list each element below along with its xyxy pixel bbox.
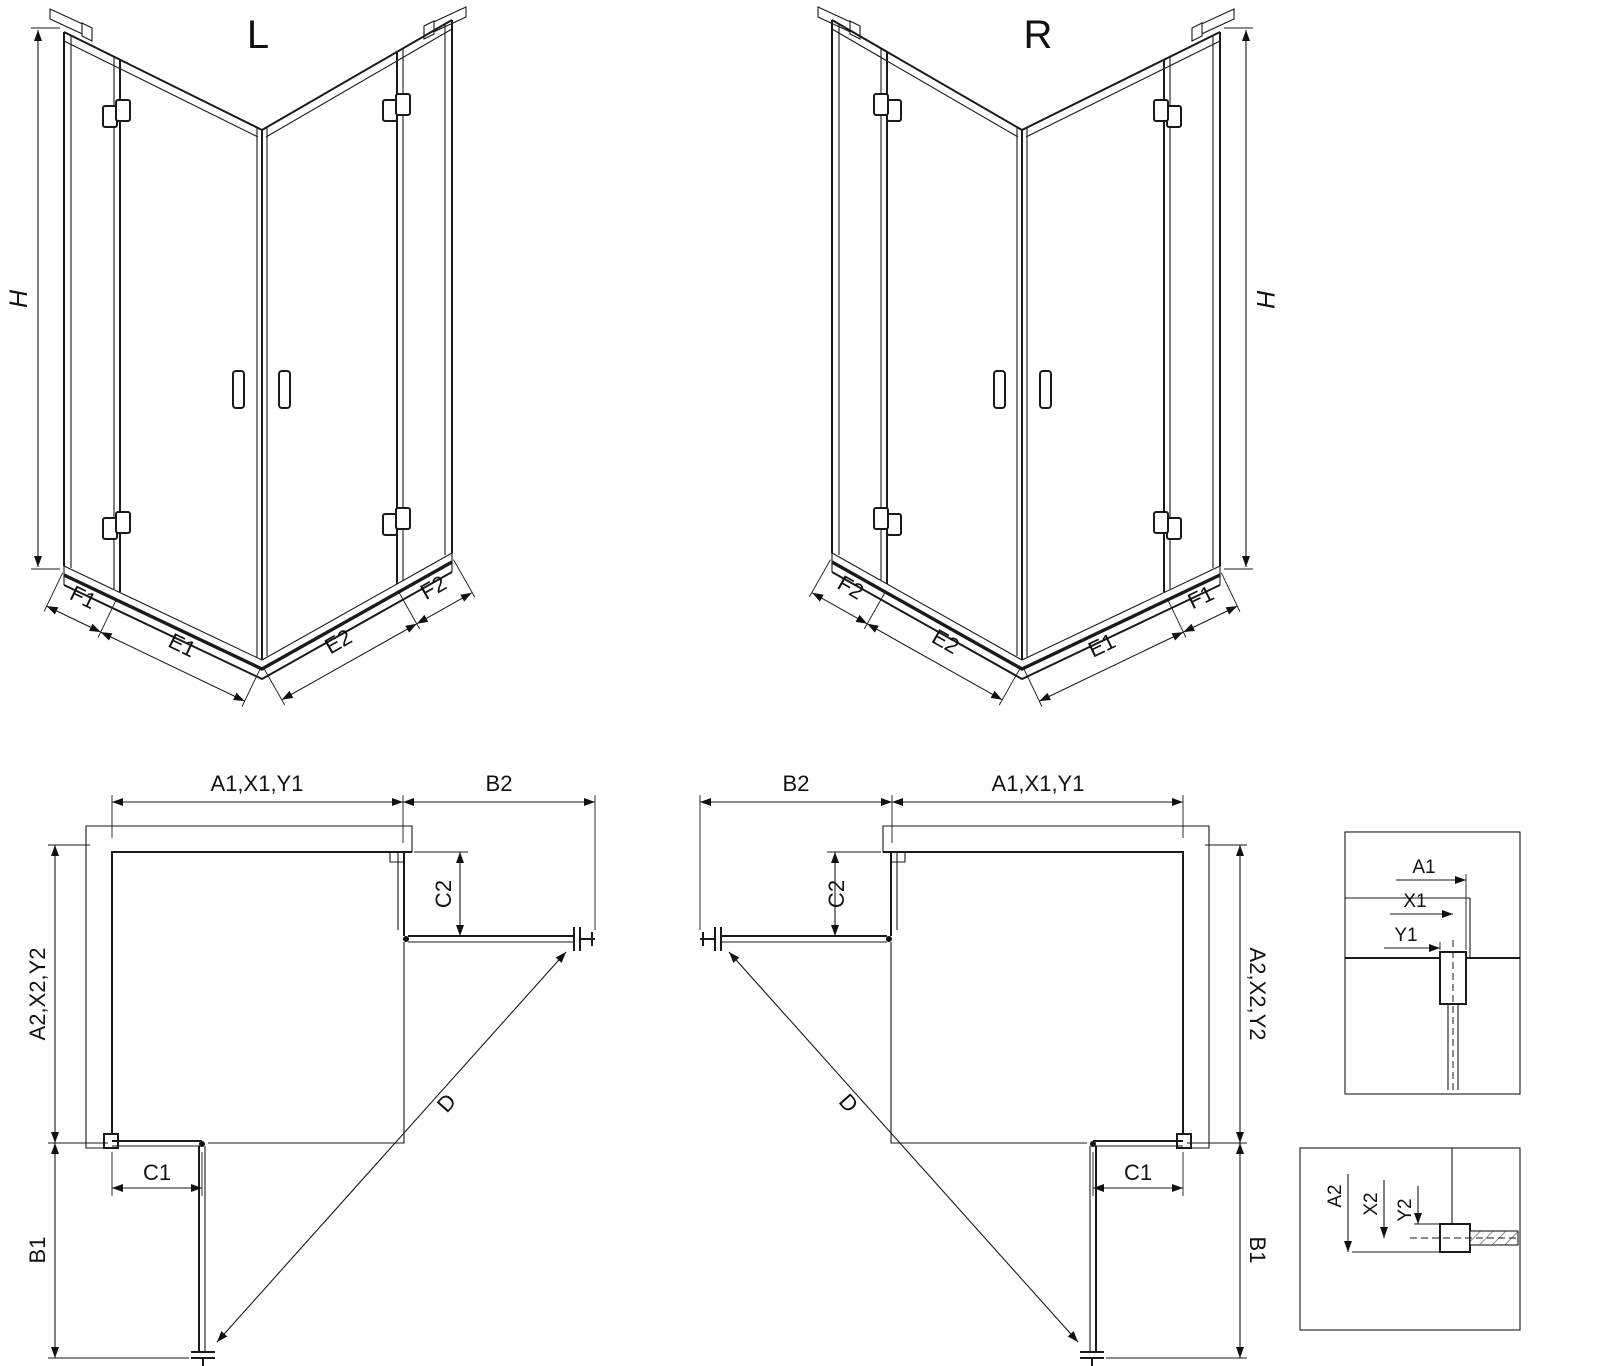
dim-label-e1-left: E1 — [165, 628, 200, 662]
detail-dim-y2: Y2 — [1395, 1198, 1416, 1221]
plan-right-dim-c2: C2 — [824, 880, 849, 908]
detail-profile-side: A2 X2 Y2 — [1299, 1147, 1521, 1331]
detail-dim-a2: A2 — [1325, 1184, 1346, 1207]
detail-dim-y1: Y1 — [1394, 925, 1417, 946]
dim-label-h-left: H — [5, 289, 33, 308]
plan-left-dim-b1: B1 — [25, 1237, 50, 1264]
plan-right-dim-a1x1y1: A1,X1,Y1 — [992, 771, 1085, 796]
detail-dim-x1: X1 — [1403, 891, 1426, 912]
plan-left-dim-d: D — [432, 1089, 461, 1118]
dim-label-f1-left: F1 — [66, 580, 100, 614]
view-left-title: L — [247, 13, 269, 57]
detail-dim-a1: A1 — [1412, 857, 1435, 878]
dim-label-e1-right: E1 — [1084, 628, 1119, 662]
plan-left-dim-a2x2y2: A2,X2,Y2 — [25, 948, 50, 1041]
plan-view-right: A1,X1,Y1 B2 C2 A2,X2,Y2 B1 C1 D — [700, 771, 1270, 1366]
detail-dim-x2: X2 — [1361, 1192, 1382, 1215]
plan-view-left: A1,X1,Y1 B2 C2 A2,X2,Y2 B1 C1 D — [25, 771, 595, 1366]
plan-left-dim-c2: C2 — [431, 880, 456, 908]
dim-label-h-right: H — [1251, 290, 1279, 309]
plan-right-dim-d: D — [834, 1089, 863, 1118]
plan-right-dim-b1: B1 — [1245, 1237, 1270, 1264]
plan-right-dim-b2: B2 — [783, 771, 810, 796]
plan-right-dim-a2x2y2: A2,X2,Y2 — [1245, 948, 1270, 1041]
plan-left-dim-c1: C1 — [143, 1160, 171, 1185]
detail-profile-top: A1 X1 Y1 — [1344, 831, 1521, 1095]
view-3d-right: R H F2 E2 E1 F1 — [809, 7, 1279, 707]
view-3d-left: L H F1 E1 E2 F2 — [5, 7, 475, 707]
plan-left-dim-a1x1y1: A1,X1,Y1 — [211, 771, 304, 796]
view-right-title: R — [1024, 13, 1053, 57]
dim-label-f1-right: F1 — [1184, 580, 1218, 614]
plan-right-dim-c1: C1 — [1124, 1160, 1152, 1185]
plan-left-dim-b2: B2 — [486, 771, 513, 796]
